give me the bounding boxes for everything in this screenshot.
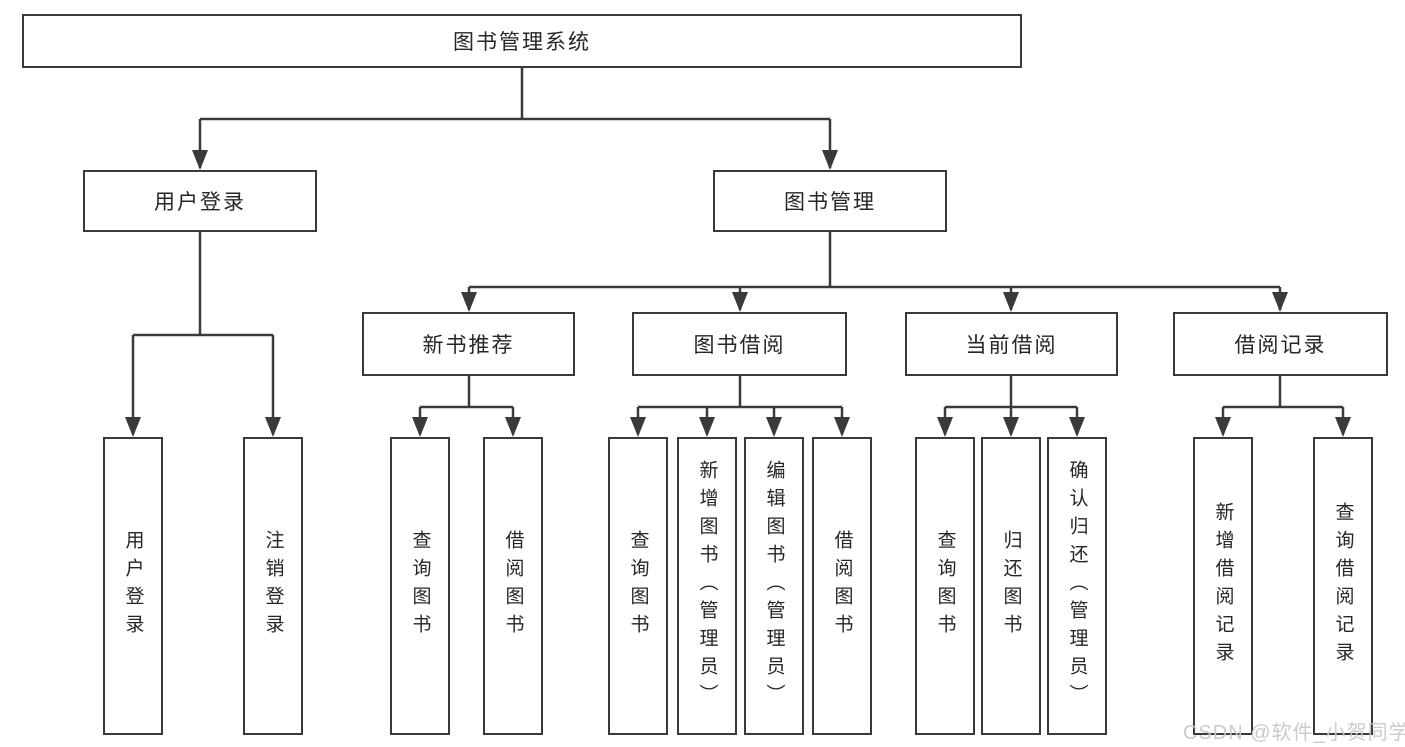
node-current-borrowing: 当前借阅 <box>905 312 1118 376</box>
node-borrowing-records: 借阅记录 <box>1173 312 1388 376</box>
leaf-add-borrow-record: 新增借阅记录 <box>1193 437 1253 735</box>
leaf-borrow-books-newbook: 借阅图书 <box>483 437 543 735</box>
leaf-add-books-admin: 新增图书（管理员） <box>677 437 737 735</box>
node-new-book-recommendation: 新书推荐 <box>362 312 575 376</box>
leaf-query-books-current: 查询图书 <box>915 437 975 735</box>
node-library-management-system: 图书管理系统 <box>22 14 1022 68</box>
leaf-logout: 注销登录 <box>243 437 303 735</box>
leaf-query-books-borrow: 查询图书 <box>608 437 668 735</box>
leaf-query-borrow-record: 查询借阅记录 <box>1313 437 1373 735</box>
node-user-login: 用户登录 <box>83 170 317 232</box>
node-book-borrowing: 图书借阅 <box>632 312 847 376</box>
leaf-return-books: 归还图书 <box>981 437 1041 735</box>
leaf-confirm-return-admin: 确认归还（管理员） <box>1047 437 1107 735</box>
csdn-watermark: CSDN @软件_小贺同学 <box>1183 722 1405 744</box>
leaf-user-login: 用户登录 <box>103 437 163 735</box>
node-book-management: 图书管理 <box>713 170 947 232</box>
leaf-borrow-books: 借阅图书 <box>812 437 872 735</box>
connector-strokes <box>131 68 1345 434</box>
leaf-edit-books-admin: 编辑图书（管理员） <box>744 437 804 735</box>
leaf-query-books-newbook: 查询图书 <box>390 437 450 735</box>
